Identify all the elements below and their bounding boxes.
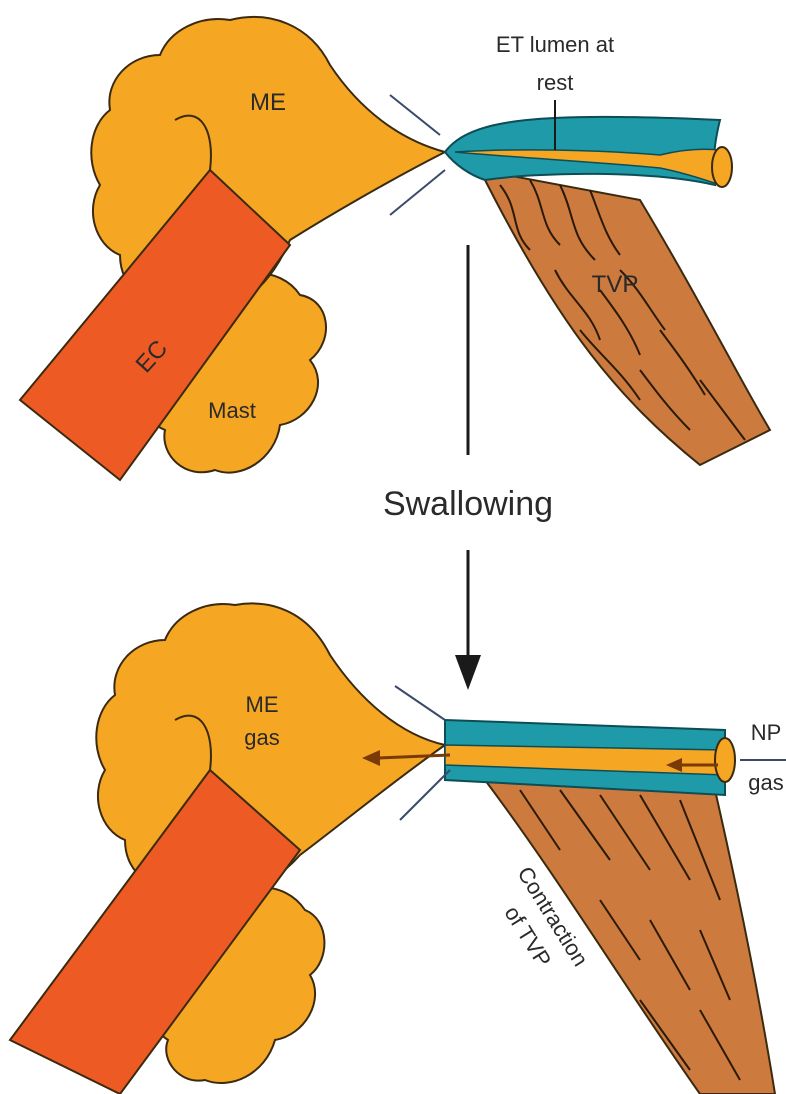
label-tvp-top: TVP [592,271,639,298]
arrow-head [455,655,481,690]
transition-arrow: Swallowing [383,245,553,690]
tvp-muscle-top [480,170,770,465]
label-et-lumen-2: rest [537,70,574,95]
label-me-gas-1: ME [246,692,279,717]
label-swallowing: Swallowing [383,485,553,523]
top-panel: ET lumen at rest ME TVP EC Mast [20,17,770,480]
label-np-1: NP [751,720,782,745]
bottom-panel: ME gas NP gas Contraction of TVP [10,603,786,1094]
guide-line-top-1 [390,95,440,135]
label-me-top: ME [250,89,286,116]
label-et-lumen-1: ET lumen at [496,32,614,57]
et-opening-bottom [715,738,735,782]
guide-line-bottom-1 [395,686,445,720]
guide-line-bottom-2 [400,770,450,820]
label-np-2: gas [748,770,783,795]
label-me-gas-2: gas [244,725,279,750]
et-opening-top [712,147,732,187]
label-mast-top: Mast [208,398,256,423]
